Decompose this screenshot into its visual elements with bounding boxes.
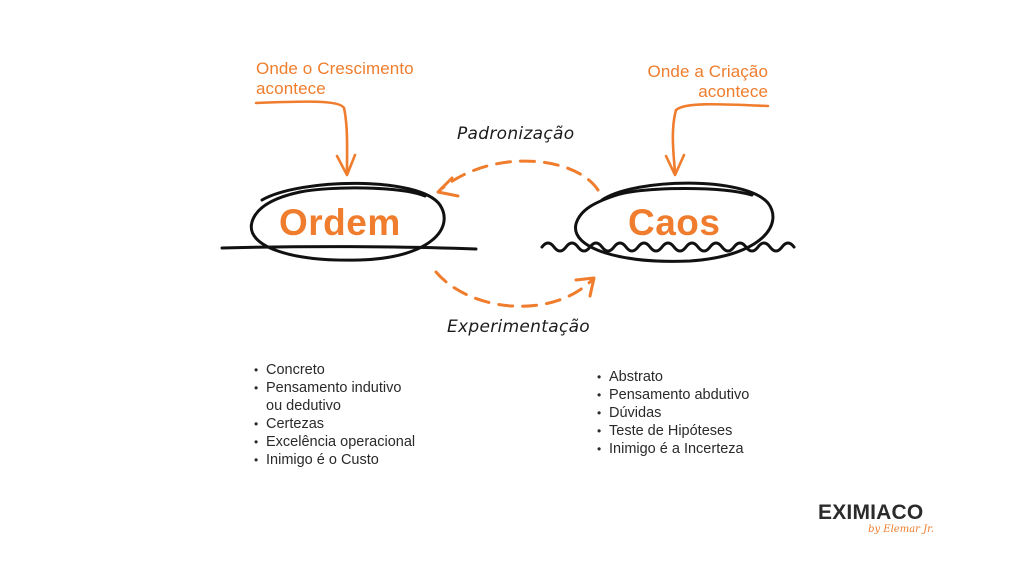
trait-list-item: ou dedutivo xyxy=(266,398,341,414)
trait-list-item: Excelência operacional xyxy=(254,433,494,451)
trait-list-item: Teste de Hipóteses xyxy=(597,422,837,440)
caos-traits-list: AbstratoPensamento abdutivoDúvidasTeste … xyxy=(597,368,837,458)
logo-wordmark: EXIMIACO xyxy=(818,501,924,524)
experimentation-label: Experimentação xyxy=(447,317,591,337)
experimentation-arrow xyxy=(434,270,596,308)
trait-list-item: Inimigo é a Incerteza xyxy=(597,440,837,458)
callout-creation: Onde a Criação acontece xyxy=(647,62,768,101)
logo-tagline: by Elemar Jr. xyxy=(868,524,934,535)
standardization-label: Padronização xyxy=(457,124,575,144)
trait-list-item: Abstrato xyxy=(597,368,837,386)
callout-arrow-left xyxy=(254,100,357,177)
ordem-baseline xyxy=(220,245,478,251)
trait-list-item: Inimigo é o Custo xyxy=(254,451,494,469)
trait-list-item: Pensamento abdutivo xyxy=(597,386,837,404)
callout-growth: Onde o Crescimento acontece xyxy=(256,59,414,98)
callout-arrow-right xyxy=(664,102,770,177)
trait-list-item: Concreto xyxy=(254,361,494,379)
caos-ellipse xyxy=(574,181,775,263)
trait-list-item: Certezas xyxy=(254,415,494,433)
caos-squiggle xyxy=(540,241,796,253)
ordem-ellipse xyxy=(249,181,446,262)
eximiaco-logo: EXIMIACO by Elemar Jr. xyxy=(818,501,938,541)
caos-node-label: Caos xyxy=(628,202,721,243)
standardization-arrow xyxy=(436,159,600,198)
trait-list-item: Pensamento indutivo xyxy=(254,379,494,397)
trait-list-item: Dúvidas xyxy=(597,404,837,422)
ordem-node-label: Ordem xyxy=(279,202,401,243)
